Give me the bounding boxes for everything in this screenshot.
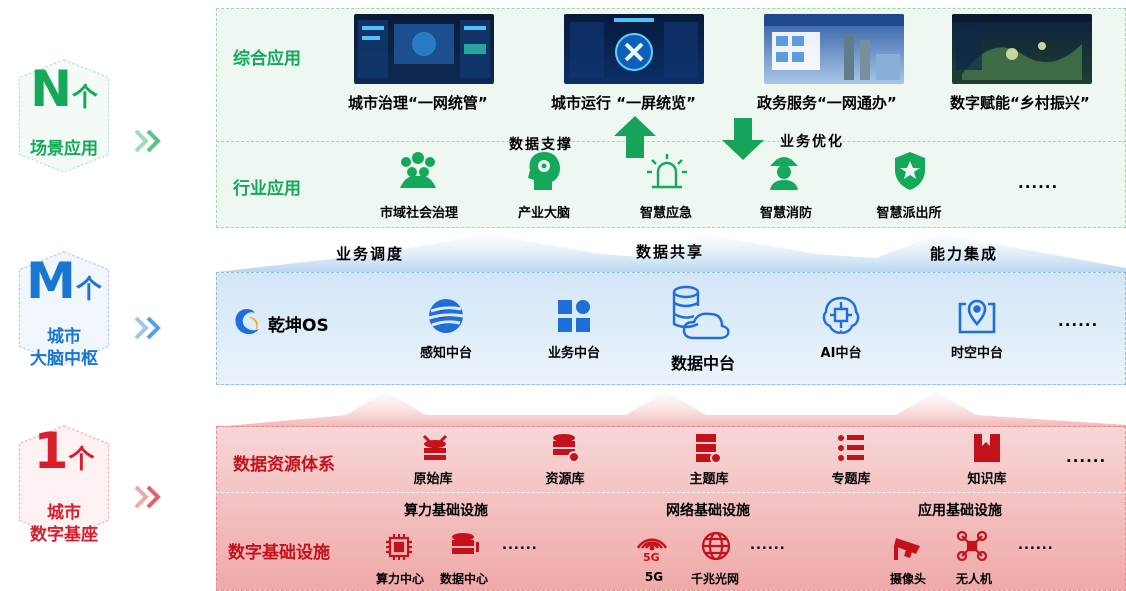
optimize-label: 业务优化	[780, 134, 844, 150]
blue-arrow-band	[216, 234, 1126, 272]
industry-label: 智慧派出所	[876, 206, 942, 221]
cctv-camera-icon	[894, 538, 920, 560]
os-name: 乾坤OS	[268, 316, 329, 336]
app-label: 政务服务“一网通办”	[757, 94, 897, 112]
hexagon-shape	[18, 251, 110, 365]
app-label: 数字赋能“乡村振兴”	[950, 94, 1090, 112]
chip-icon	[386, 534, 412, 560]
resource-label: 知识库	[967, 472, 1007, 487]
infra-label: 5G	[644, 570, 664, 584]
arrow-up-icon	[614, 116, 656, 158]
resource-title: 数据资源体系	[233, 455, 335, 475]
resource-label: 专题库	[831, 472, 871, 487]
map-illustration	[952, 14, 1092, 80]
chevron-right-icon	[134, 129, 161, 153]
screenshot-thumb-rural	[952, 14, 1092, 84]
platform-label: 业务中台	[547, 346, 600, 361]
flow-label: 业务调度	[336, 245, 405, 263]
signal-5g-icon	[636, 538, 668, 551]
more-dots: ......	[1066, 448, 1107, 466]
portal-illustration	[764, 14, 904, 80]
platform-label: AI中台	[820, 346, 862, 361]
screenshot-thumb-government	[764, 14, 904, 84]
qiankun-logo-icon	[235, 309, 259, 335]
support-label: 数据支撑	[509, 137, 573, 153]
grid-blocks-icon	[558, 300, 590, 332]
list-icon	[838, 435, 864, 461]
industry-title: 行业应用	[233, 179, 301, 199]
infra-label: 无人机	[955, 572, 992, 586]
badge-m-label-1: 城市	[47, 327, 81, 347]
flow-label: 能力集成	[930, 245, 999, 263]
industry-label: 产业大脑	[517, 206, 570, 221]
app-label: 城市治理“一网统管”	[348, 94, 488, 112]
badge-one-label-2: 数字基座	[30, 525, 98, 545]
book-icon	[974, 434, 1000, 462]
chevron-right-icon	[134, 485, 161, 509]
resource-label: 原始库	[413, 472, 453, 487]
database-icon	[452, 533, 479, 554]
red-arrow-band	[216, 391, 1126, 427]
platform-label: 数据中台	[670, 354, 735, 373]
industry-label: 市域社会治理	[379, 206, 458, 221]
badge-one-label-1: 城市	[47, 503, 81, 523]
people-group-icon	[400, 152, 436, 188]
more-dots: ......	[502, 538, 538, 553]
badge-m-brain: M个 城市 大脑中枢	[12, 250, 116, 380]
map-pin-icon	[958, 299, 996, 334]
flow-label: 数据共享	[636, 243, 705, 261]
infra-label: 摄像头	[889, 572, 926, 586]
alarm-siren-icon	[647, 154, 687, 189]
database-stack-icon	[422, 434, 448, 460]
infra-group-title: 网络基础设施	[666, 503, 750, 519]
app-label: 城市运行 “一屏统览”	[551, 94, 696, 112]
globe-network-icon	[701, 531, 731, 561]
dashboard-illustration	[358, 20, 490, 78]
comprehensive-title: 综合应用	[233, 49, 301, 69]
dashboard-illustration	[570, 18, 698, 78]
hexagon-shape	[18, 59, 110, 173]
more-dots: ......	[1058, 312, 1099, 330]
industry-label: 智慧消防	[759, 206, 812, 221]
badge-n-big: N个	[30, 60, 98, 118]
screenshot-thumb-governance	[354, 14, 494, 84]
industry-label: 智慧应急	[639, 206, 692, 221]
drone-icon	[956, 530, 988, 562]
more-dots: ......	[750, 538, 786, 553]
hexagon-shape	[18, 425, 110, 539]
badge-n-scenario: N个 场景应用	[12, 58, 116, 188]
more-dots: ......	[1018, 174, 1059, 192]
resource-label: 资源库	[545, 472, 585, 487]
divider	[216, 141, 1126, 142]
ai-brain-chip-icon	[822, 296, 860, 334]
badge-m-label-2: 大脑中枢	[30, 349, 98, 369]
arrow-down-icon	[722, 118, 764, 160]
resource-label: 主题库	[689, 472, 729, 487]
infra-title: 数字基础设施	[228, 543, 330, 563]
firefighter-icon	[770, 157, 798, 190]
chevron-right-icon	[134, 316, 161, 340]
brain-head-icon	[528, 152, 560, 190]
more-dots: ......	[1018, 538, 1054, 553]
signal-5g-text: 5G	[643, 551, 660, 564]
badge-one-base: 1个 城市 数字基座	[12, 424, 116, 554]
infra-group-title: 算力基础设施	[404, 503, 488, 519]
infra-group-title: 应用基础设施	[918, 503, 1002, 519]
globe-stripes-icon	[428, 299, 464, 333]
platform-label: 感知中台	[419, 346, 472, 361]
screenshot-thumb-operation	[564, 14, 704, 84]
infra-label: 算力中心	[375, 572, 424, 586]
divider	[216, 492, 1126, 493]
infra-label: 千兆光网	[690, 572, 739, 586]
platform-label: 时空中台	[950, 346, 1003, 361]
database-icon	[553, 434, 580, 463]
database-cloud-icon	[672, 285, 730, 340]
infra-label: 数据中心	[439, 572, 488, 586]
badge-one-big: 1个	[33, 422, 95, 480]
police-shield-icon	[895, 152, 925, 190]
server-icon	[696, 434, 722, 464]
badge-m-big: M个	[26, 252, 102, 310]
badge-n-label: 场景应用	[30, 139, 98, 159]
